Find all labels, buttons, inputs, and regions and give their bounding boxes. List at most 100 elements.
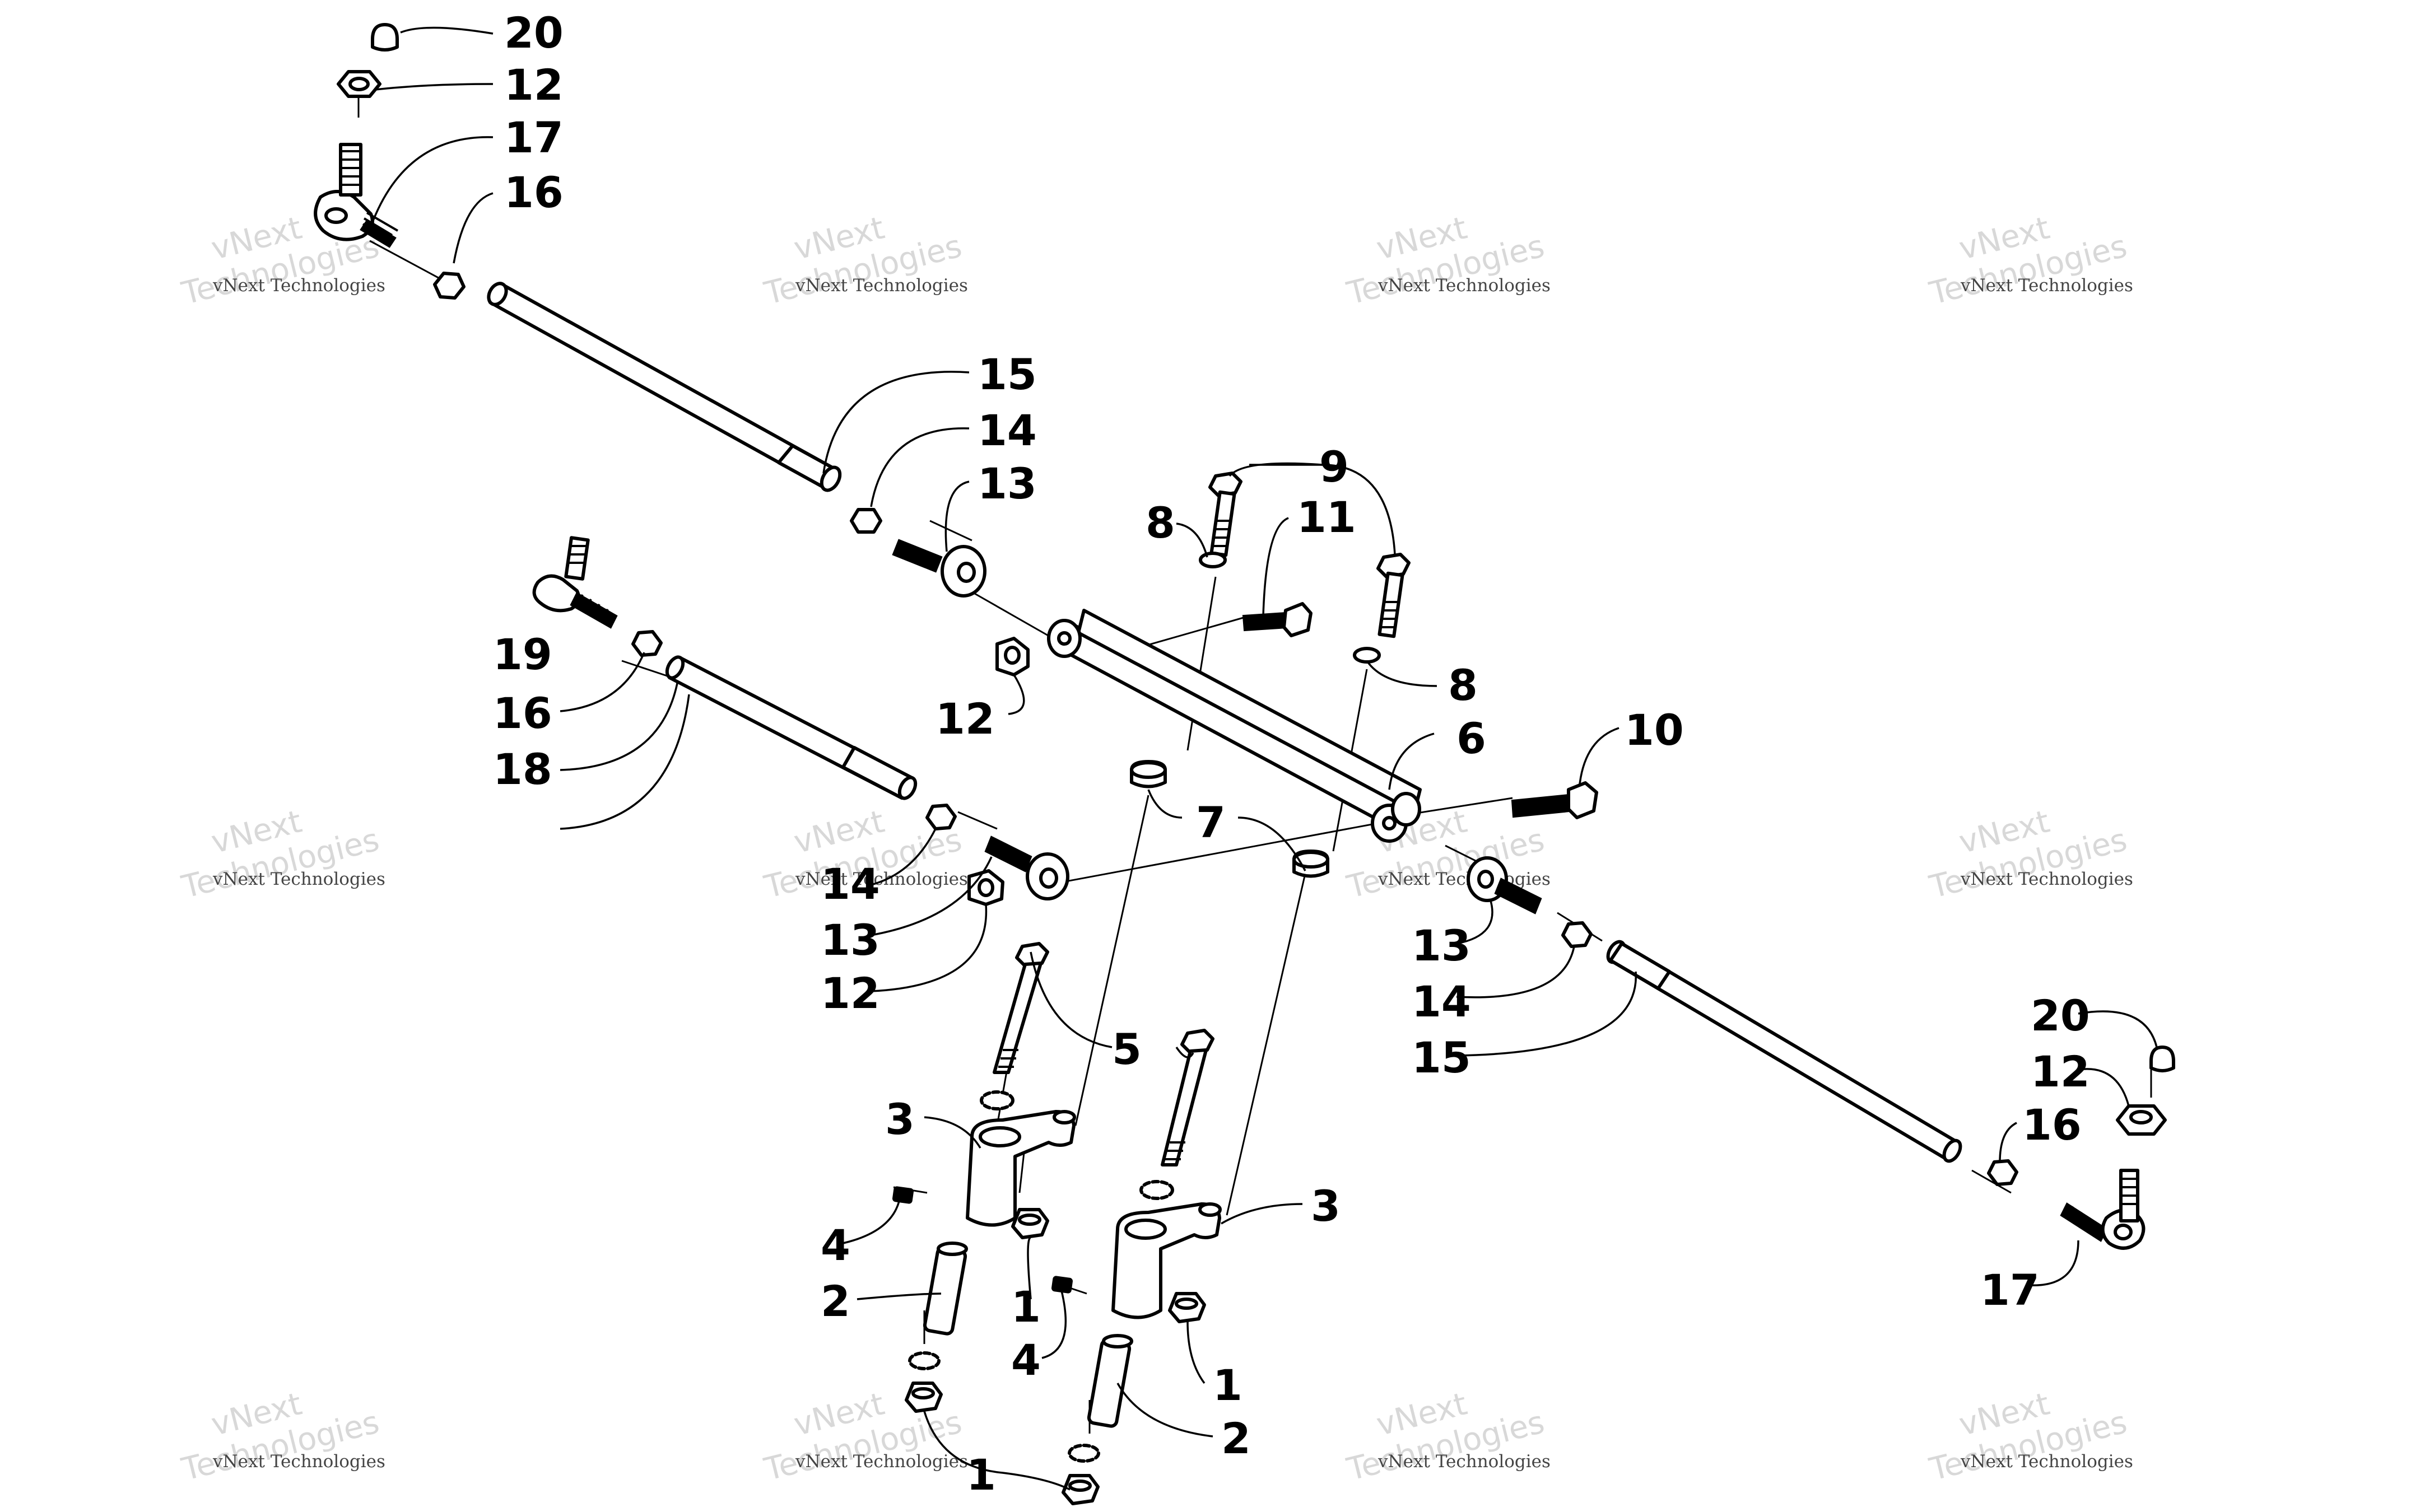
leader-line [1456, 946, 1575, 998]
leader-lines [369, 26, 2158, 1491]
tie-rod-end-thread [2066, 1206, 2099, 1234]
axis-line [1047, 822, 1379, 886]
svg-text:vNext Technologies: vNext Technologies [1960, 869, 2133, 889]
tie-rod-end-thread [576, 594, 609, 620]
spacer-top [1102, 1334, 1133, 1348]
leader-line [1176, 522, 1208, 558]
svg-text:vNext Technologies: vNext Technologies [795, 869, 968, 889]
leader-line [560, 694, 690, 830]
callout-3: 3 [1311, 1181, 1341, 1231]
ball-stud-thread [2121, 1178, 2138, 1205]
spindle-arm-bore [979, 1126, 1021, 1147]
tie-rod-tube-end [1942, 1138, 1962, 1163]
bolt-shank [1242, 612, 1289, 632]
axis-line [957, 811, 998, 830]
callout-12: 12 [821, 968, 880, 1018]
bolt-5-left [993, 942, 1049, 1074]
tie-rod-end-threaded-shank [1494, 878, 1542, 914]
ball-stud-thread [568, 545, 586, 564]
callout-3: 3 [885, 1094, 915, 1144]
tie-rod-end-threaded-shank [984, 836, 1032, 872]
spacer-2-left [923, 1242, 968, 1336]
callout-16: 16 [504, 167, 564, 217]
set-screw [892, 1186, 914, 1204]
callout-10: 10 [1625, 705, 1684, 755]
leader-line [1366, 660, 1437, 687]
callout-12: 12 [504, 60, 564, 110]
jam-nut-14-left [925, 804, 957, 830]
watermark: vNext Technologies vNext Technologies [1926, 1386, 2133, 1488]
bushing-top [1292, 851, 1329, 869]
axis-line [369, 240, 443, 281]
spacer-tube [923, 1246, 967, 1336]
leader-line [400, 26, 494, 35]
callout-15: 15 [1412, 1033, 1471, 1082]
tie-rod-tube-end [487, 282, 508, 306]
leader-line [560, 680, 679, 771]
leader-line [1027, 1236, 1032, 1300]
callout-1: 1 [1213, 1360, 1242, 1410]
bolt-shank [1377, 571, 1404, 638]
axis-line [974, 592, 1054, 640]
jam-nut-16-right [1987, 1159, 2018, 1186]
leader-line [2078, 1068, 2130, 1107]
leader-line [369, 136, 494, 230]
tie-rod-sleeve [1609, 942, 1671, 990]
lock-nut-1-right-arm [1168, 1292, 1206, 1323]
leader-line [375, 83, 494, 91]
bushing-top [1130, 761, 1167, 779]
spindle-arm-bore [1124, 1219, 1167, 1240]
callout-16: 16 [493, 688, 552, 738]
tie-rod-end-body [532, 574, 581, 613]
callout-2: 2 [1221, 1413, 1251, 1463]
jam-nut-16 [433, 272, 466, 300]
callout-19: 19 [493, 629, 552, 679]
lock-nut-bore [348, 77, 370, 91]
axis-line [929, 520, 972, 542]
lock-nut-12-upper [337, 70, 381, 98]
leader-line [822, 371, 970, 474]
bolt-5-right [1161, 1029, 1214, 1166]
svg-text:vNext Technologies: vNext Technologies [212, 276, 385, 296]
leader-line [1388, 732, 1435, 790]
bolt-thread [1379, 601, 1398, 628]
svg-text:vNext Technologies: vNext Technologies [1377, 869, 1551, 889]
jam-nut [433, 272, 466, 300]
callout-1: 1 [1011, 1282, 1041, 1332]
ball-stud [339, 143, 362, 197]
callout-20: 20 [504, 8, 564, 58]
bushing-7-right [1292, 850, 1329, 878]
tie-rod-right [1606, 940, 1962, 1163]
lock-nut-12-lower [2116, 1104, 2167, 1136]
washer [908, 1351, 941, 1370]
lock-nut-bore [911, 1387, 935, 1399]
leader-line [1041, 1290, 1067, 1359]
callout-1: 1 [966, 1450, 996, 1500]
axis-line [621, 660, 673, 679]
callout-4: 4 [1011, 1335, 1041, 1385]
set-screw [1051, 1276, 1073, 1294]
jam-nut [1987, 1159, 2018, 1186]
washer [1199, 552, 1227, 568]
bolt-thread [998, 1049, 1018, 1068]
washer-left [980, 1090, 1014, 1110]
tie-rod-end-eye [1477, 870, 1494, 889]
spacer-tube [1087, 1338, 1132, 1428]
center-link-hole [1382, 816, 1397, 830]
callout-12: 12 [936, 694, 995, 744]
leader-line [1008, 674, 1025, 715]
cap-20-upper [371, 23, 399, 52]
tie-rod-end-13-left [984, 836, 1069, 900]
leader-line [2027, 1240, 2079, 1286]
svg-text:vNext Technologies: vNext Technologies [795, 276, 968, 296]
center-link-6 [1047, 609, 1422, 843]
bolt-thread [1165, 1141, 1185, 1160]
bushing-7-left [1130, 760, 1167, 788]
lock-nut-bore [1068, 1480, 1092, 1492]
tie-rod-end-13-right [1467, 856, 1542, 914]
watermark: vNext Technologies vNext Technologies [1926, 210, 2133, 312]
bolt-thread [1251, 614, 1278, 629]
spacer-2-right [1087, 1334, 1133, 1428]
tie-rod-end-eye [957, 562, 976, 583]
jam-nut-14-right [1561, 921, 1593, 948]
